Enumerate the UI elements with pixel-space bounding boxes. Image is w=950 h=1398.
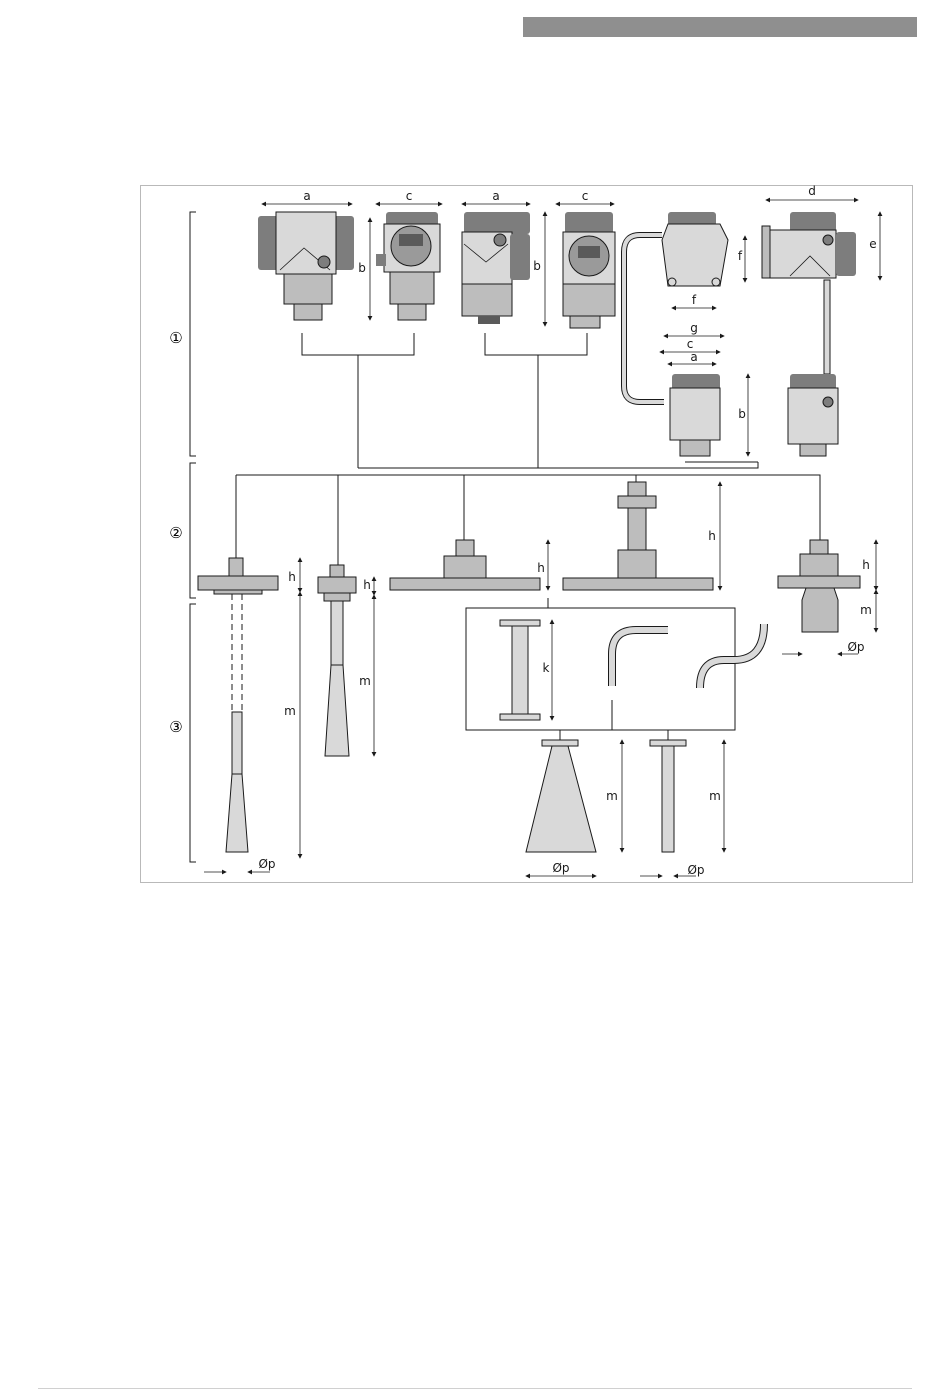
remote-housing [624,212,728,456]
dim-c-1: c [406,189,413,203]
dim-c-2: c [582,189,589,203]
flange-cone [778,540,860,632]
dim-b-1: b [358,261,366,275]
horn-antenna [526,740,596,852]
group-label-2: ② [169,524,182,542]
dim-g: g [690,321,698,335]
dim-m-3: m [860,603,872,617]
dim-a-2: a [492,189,499,203]
dim-f-2: f [692,293,697,307]
dim-e: e [869,237,876,251]
dim-a-1: a [303,189,310,203]
dim-h-2: h [363,578,371,592]
dim-d: d [808,184,816,198]
housing-1-side [376,212,440,320]
dim-p-3: Øp [687,863,704,877]
dim-p-4: Øp [847,640,864,654]
dim-m-1: m [284,704,296,718]
dim-h-4: h [708,529,716,543]
flange-large-2 [563,482,713,590]
antenna-taper [325,601,349,756]
dim-a-3: a [690,350,697,364]
field-housing-right [762,212,856,456]
rod-antenna-short [650,740,686,852]
dim-c-3: c [687,337,694,351]
housing-2-side [563,212,615,328]
group-label-3: ③ [169,718,182,736]
footer-rule [38,1388,912,1389]
dim-b-3: b [738,407,746,421]
dim-f-1: f [738,249,743,263]
dim-p-2: Øp [552,861,569,875]
dim-b-2: b [533,259,541,273]
flange-small [198,558,278,594]
dim-h-1: h [288,570,296,584]
group-label-1: ① [169,329,182,347]
thread-connection [318,565,356,601]
extension-pieces [500,620,764,720]
group-brackets [190,212,196,862]
flange-large-1 [390,540,540,590]
dim-h-3: h [537,561,545,575]
dim-k: k [543,661,550,675]
dim-h-5: h [862,558,870,572]
dim-m-4: m [606,789,618,803]
antenna-rod [226,594,248,852]
dim-m-2: m [359,674,371,688]
housing-1-front [258,212,354,320]
dim-p-1: Øp [258,857,275,871]
housing-2-front [462,212,530,324]
dim-m-5: m [709,789,721,803]
